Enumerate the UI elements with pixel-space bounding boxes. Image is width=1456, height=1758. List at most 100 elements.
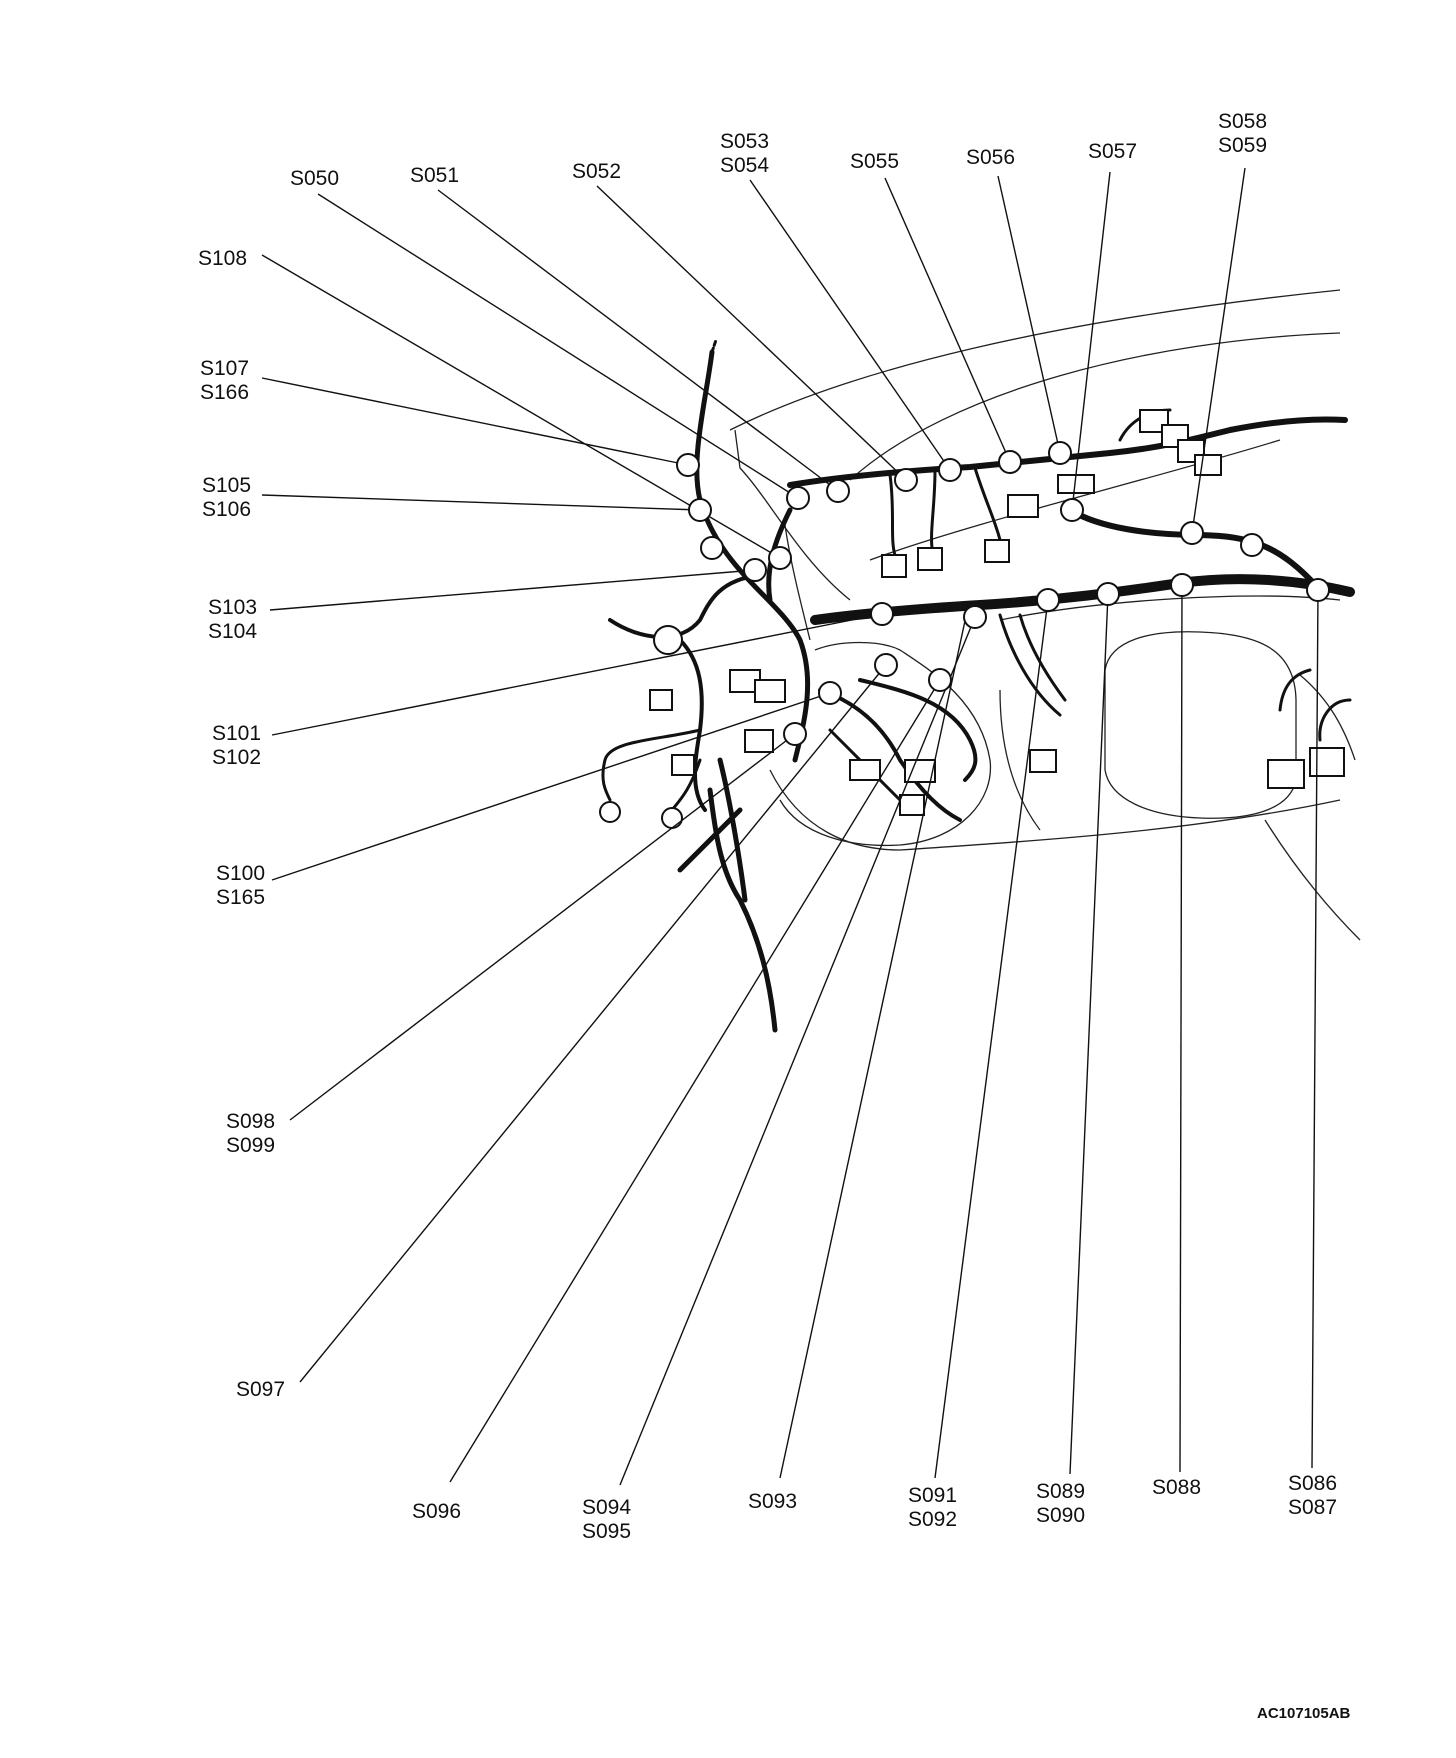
leader-line [884, 177, 1011, 463]
leader-line [934, 599, 1049, 1479]
label-s166: S166 [200, 381, 249, 404]
connector-block [1194, 454, 1222, 476]
splice-point [870, 602, 894, 626]
label-s054: S054 [720, 154, 769, 177]
label-s105: S105 [202, 474, 251, 497]
leader-line [1071, 171, 1111, 511]
console-wires-1 [818, 688, 962, 822]
leader-line [1179, 584, 1183, 1473]
splice-point [1306, 578, 1330, 602]
splice-point [818, 681, 842, 705]
label-s092: S092 [908, 1508, 957, 1531]
leader-line [437, 189, 839, 492]
right-connector-lead-1 [1278, 668, 1312, 712]
dash-left-pillar [784, 524, 811, 641]
splice-point [928, 668, 952, 692]
label-s103: S103 [208, 596, 257, 619]
leader-line [317, 193, 799, 499]
callout-labels: S050 S051 S052 S053 S054 S055 S056 S057 … [198, 110, 1337, 1543]
grommet [653, 625, 683, 655]
console-outline [779, 641, 992, 847]
figure-id: AC107105AB [1257, 1705, 1351, 1722]
label-s096: S096 [412, 1500, 461, 1523]
label-s052: S052 [572, 160, 621, 183]
console-wires-2 [858, 678, 978, 782]
leader-line [1311, 589, 1319, 1469]
lower-left-harness [707, 787, 778, 1033]
connector-block [1029, 749, 1057, 773]
right-lower-curve [1264, 819, 1361, 941]
label-s091: S091 [908, 1484, 957, 1507]
leader-line [261, 377, 689, 466]
glovebox-outline [1104, 631, 1297, 819]
label-s097: S097 [236, 1378, 285, 1401]
leader-lines [261, 167, 1319, 1486]
splice-point [1240, 533, 1264, 557]
label-s053: S053 [720, 130, 769, 153]
harness-wires [601, 338, 1355, 1033]
label-s056: S056 [966, 146, 1015, 169]
label-s107: S107 [200, 357, 249, 380]
label-s108: S108 [198, 247, 247, 270]
leader-line [779, 606, 969, 1479]
label-s101: S101 [212, 722, 261, 745]
splice-point [1170, 573, 1194, 597]
splice-point [826, 479, 850, 503]
leader-line [1069, 593, 1109, 1475]
harness-end-top [710, 338, 718, 354]
center-down-2 [1018, 613, 1067, 702]
right-edge-curve [1299, 674, 1356, 761]
leader-line [449, 679, 941, 1483]
splice-point [676, 453, 700, 477]
splice-point [688, 498, 712, 522]
label-s057: S057 [1088, 140, 1137, 163]
leader-line [596, 185, 907, 481]
connector-block [649, 689, 673, 711]
dash-top-edge-2 [849, 332, 1341, 481]
label-s087: S087 [1288, 1496, 1337, 1519]
label-s095: S095 [582, 1520, 631, 1543]
splice-point [768, 546, 792, 570]
ground-lead-1 [601, 728, 702, 802]
label-s165: S165 [216, 886, 265, 909]
splice-point [743, 558, 767, 582]
splice-point [783, 722, 807, 746]
label-s086: S086 [1288, 1472, 1337, 1495]
lower-diagonal-harness [677, 807, 743, 873]
label-s100: S100 [216, 862, 265, 885]
leader-line [289, 733, 796, 1121]
splice-point [998, 450, 1022, 474]
leader-line [997, 175, 1061, 454]
label-s050: S050 [290, 167, 339, 190]
connector-block [1007, 494, 1039, 518]
splice-point [700, 536, 724, 560]
label-s088: S088 [1152, 1476, 1201, 1499]
label-s093: S093 [748, 1490, 797, 1513]
connector-block [754, 679, 786, 703]
leader-line [261, 494, 701, 511]
center-stack-left [999, 689, 1041, 831]
dash-drop-3 [973, 466, 1002, 542]
lower-dash-edge [769, 769, 1341, 851]
connector-block [849, 759, 881, 781]
leader-line [749, 179, 951, 471]
connector-block [744, 729, 774, 753]
center-down-1 [998, 613, 1062, 717]
right-connector-lead-2 [1318, 698, 1352, 742]
label-s089: S089 [1036, 1480, 1085, 1503]
splice-point [1180, 521, 1204, 545]
leader-line [299, 664, 887, 1383]
connector-block [917, 547, 943, 571]
leader-line [1191, 167, 1246, 534]
center-main-harness [810, 574, 1355, 625]
connectors [599, 409, 1345, 829]
lower-left-branch [717, 757, 748, 903]
splice-point [874, 653, 898, 677]
connector-block [1309, 747, 1345, 777]
label-s090: S090 [1036, 1504, 1085, 1527]
label-s102: S102 [212, 746, 261, 769]
splice-point [963, 605, 987, 629]
leader-line [619, 616, 976, 1486]
splice-points [676, 441, 1330, 746]
